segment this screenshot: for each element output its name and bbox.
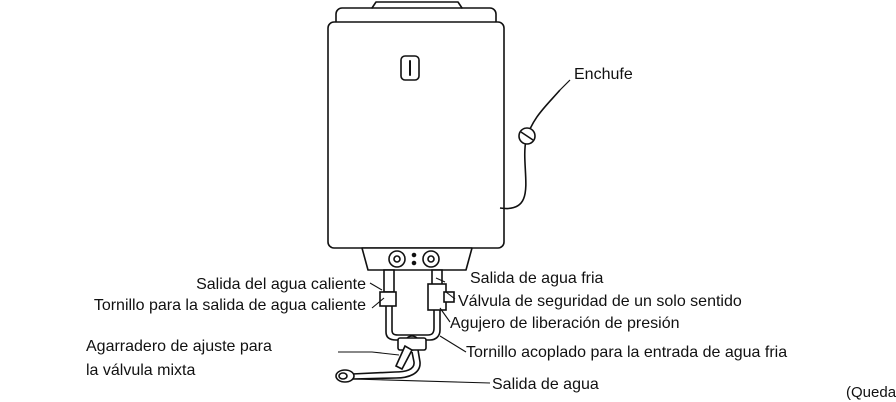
label-safety-valve: Válvula de seguridad de un solo sentido bbox=[458, 293, 742, 310]
label-cut-text: (Queda bbox=[846, 384, 896, 401]
plug-icon bbox=[518, 127, 536, 145]
label-cold-inlet-screw: Tornillo acoplado para la entrada de agu… bbox=[466, 344, 788, 361]
label-mixing-handle-line1: Agarradero de ajuste para bbox=[86, 338, 272, 355]
label-plug: Enchufe bbox=[574, 66, 633, 83]
power-cord bbox=[499, 89, 561, 210]
leader-lines bbox=[338, 277, 491, 384]
label-hot-outlet-screw: Tornillo para la salida de agua caliente bbox=[93, 297, 366, 314]
label-mixing-handle-line2: la válvula mixta bbox=[86, 362, 196, 379]
label-hot-outlet: Salida del agua caliente bbox=[196, 276, 366, 293]
label-water-outlet: Salida de agua bbox=[492, 376, 599, 393]
mixing-handle-icon bbox=[394, 344, 414, 371]
label-cold-outlet: Salida de agua fria bbox=[470, 270, 604, 287]
control-panel bbox=[361, 247, 473, 271]
shower-head-icon bbox=[335, 369, 355, 383]
outlet-hose bbox=[351, 349, 421, 380]
label-pressure-hole: Agujero de liberación de presión bbox=[450, 315, 680, 332]
